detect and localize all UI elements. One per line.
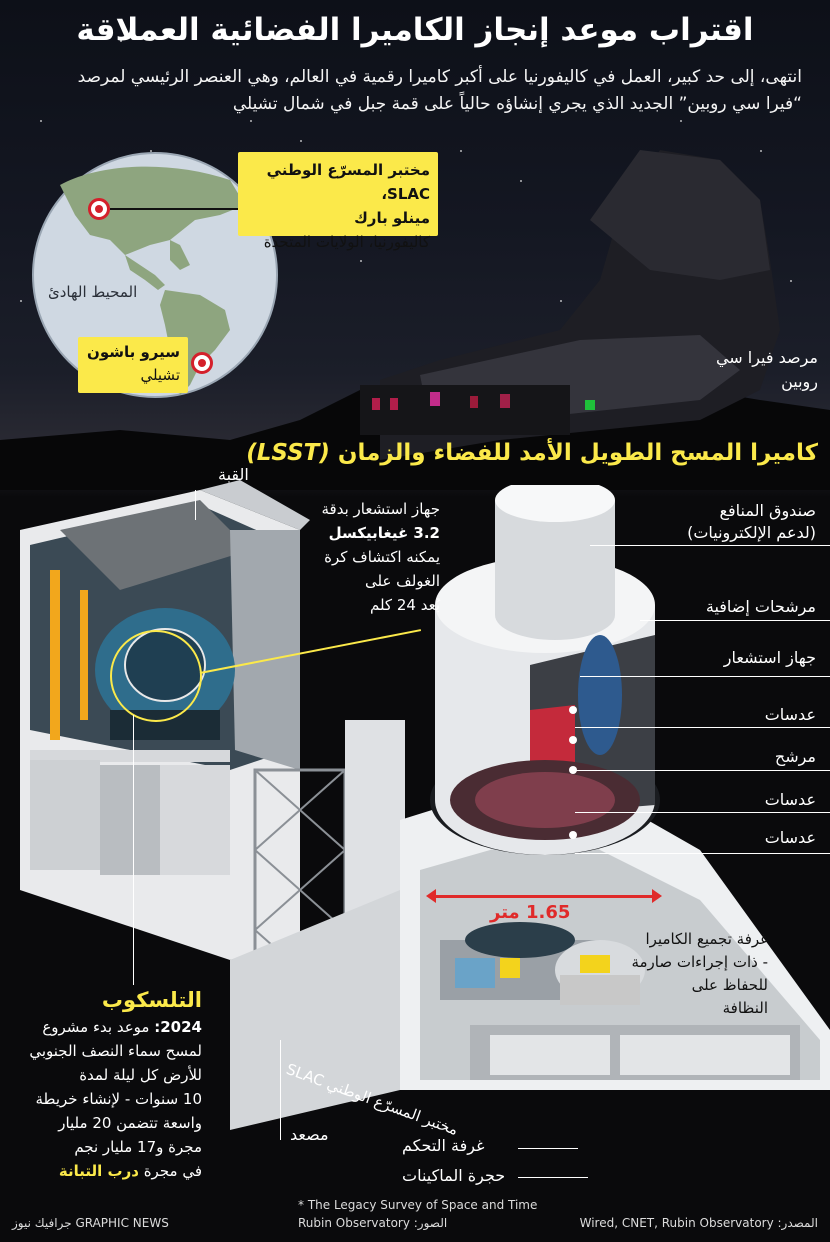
- sensor-desc-line-5: بُعد 24 كلم: [369, 596, 440, 614]
- clean-room-line-1: غرفة تجميع الكاميرا: [645, 930, 768, 948]
- observatory-label: مرصد فيرا سي روبين: [716, 346, 818, 394]
- slac-title-2: مينلو بارك: [354, 209, 430, 227]
- sensor-desc-line-2: 3.2 غيغابيكسل: [328, 524, 440, 542]
- camera-heading-abbr: (LSST): [246, 440, 330, 466]
- slac-callout: مختبر المسرّع الوطني SLAC، مينلو بارك كا…: [238, 152, 438, 251]
- label-extra-filters: مرشحات إضافية: [705, 597, 816, 616]
- label-vent-box-sub: (لدعم الإلكترونيات): [687, 523, 816, 542]
- slac-marker-icon: [88, 198, 110, 220]
- chile-marker-icon: [191, 352, 213, 374]
- leader-control-room: [518, 1148, 578, 1149]
- footer-credit: جرافيك نيوز GRAPHIC NEWS: [12, 1216, 169, 1230]
- chile-title: سيرو باشون: [87, 343, 180, 361]
- label-lenses-3: عدسات: [764, 828, 816, 847]
- leader-vent-box: [590, 545, 830, 546]
- leader-sensor: [580, 676, 830, 677]
- label-filter: مرشح: [774, 747, 816, 766]
- label-lenses-2: عدسات: [764, 790, 816, 809]
- label-lenses-1: عدسات: [764, 705, 816, 724]
- camera-highlight-circle: [110, 630, 202, 722]
- slac-subtitle: كاليفورنيا، الولايات المتحدة: [263, 233, 430, 251]
- camera-heading: كاميرا المسح الطويل الأمد للفضاء والزمان…: [246, 440, 818, 466]
- observatory-silhouette: [0, 150, 830, 490]
- footer-source: المصدر: Wired, CNET, Rubin Observatory: [579, 1216, 818, 1230]
- telescope-line-3: للأرض كل ليلة لمدة: [79, 1066, 202, 1084]
- telescope-line-1: موعد بدء مشروع: [42, 1018, 150, 1036]
- label-vent-box: صندوق المنافع (لدعم الإلكترونيات): [687, 500, 816, 544]
- chile-subtitle: تشيلي: [140, 366, 180, 384]
- leader-telescope: [133, 715, 134, 985]
- telescope-line-4: 10 سنوات - لإنشاء خريطة: [35, 1090, 202, 1108]
- leader-lenses-1: [575, 727, 830, 728]
- leader-filter: [575, 770, 830, 771]
- telescope-line-5: واسعة تتضمن 20 مليار: [58, 1114, 202, 1132]
- telescope-line-6: مجرة و17 مليار نجم: [74, 1138, 202, 1156]
- camera-cutaway: [430, 485, 660, 855]
- label-vent-box-text: صندوق المنافع: [719, 501, 816, 520]
- subtitle: انتهى، إلى حد كبير، العمل في كاليفورنيا …: [32, 64, 802, 118]
- footer-footnote: * The Legacy Survey of Space and Time: [298, 1198, 538, 1212]
- telescope-title: التلسكوب: [101, 988, 202, 1012]
- leader-lenses-3: [575, 853, 830, 854]
- leader-extra-filters: [640, 620, 830, 621]
- subtitle-line-1: انتهى، إلى حد كبير، العمل في كاليفورنيا …: [77, 67, 802, 87]
- footer-photos: الصور: Rubin Observatory: [298, 1216, 448, 1230]
- sensor-desc-line-4: الغولف على: [364, 572, 440, 590]
- sensor-desc-line-1: جهاز استشعار بدقة: [321, 500, 441, 518]
- observatory-label-line-2: روبين: [781, 372, 818, 391]
- arrow-right-icon: [652, 889, 662, 903]
- slac-leader-line: [110, 208, 240, 210]
- page-title: اقتراب موعد إنجاز الكاميرا الفضائية العم…: [76, 12, 754, 48]
- clean-room-line-4: النظافة: [722, 999, 768, 1017]
- telescope-line-7: في مجرة: [143, 1162, 202, 1180]
- label-control-room: غرفة التحكم: [402, 1136, 485, 1155]
- leader-elevator: [280, 1040, 281, 1140]
- label-elevator: مصعد: [290, 1125, 329, 1144]
- leader-machine-room: [518, 1177, 588, 1178]
- telescope-line-2: لمسح سماء النصف الجنوبي: [29, 1042, 202, 1060]
- telescope-line-7-bold: درب التبانة: [58, 1162, 139, 1180]
- label-dome: القبة: [218, 465, 249, 484]
- label-sensor: جهاز استشعار: [723, 648, 816, 667]
- width-measure-arrow: [433, 895, 655, 898]
- telescope-info: التلسكوب 2024: موعد بدء مشروع لمسح سماء …: [12, 985, 202, 1183]
- slac-title: مختبر المسرّع الوطني SLAC،: [266, 161, 430, 203]
- chile-callout: سيرو باشون تشيلي: [78, 337, 188, 393]
- camera-width-label: 1.65 متر: [490, 902, 571, 923]
- observatory-label-line-1: مرصد فيرا سي: [715, 348, 818, 367]
- arrow-left-icon: [426, 889, 436, 903]
- ocean-label: المحيط الهادئ: [48, 283, 138, 301]
- sensor-description: جهاز استشعار بدقة 3.2 غيغابيكسل يمكنه اك…: [290, 497, 441, 617]
- label-clean-room: غرفة تجميع الكاميرا - ذات إجراءات صارمة …: [578, 928, 768, 1020]
- clean-room-line-2: - ذات إجراءات صارمة: [631, 953, 768, 971]
- leader-lenses-2: [575, 812, 830, 813]
- camera-heading-text: كاميرا المسح الطويل الأمد للفضاء والزمان: [337, 440, 818, 466]
- subtitle-line-2: “فيرا سي روبين” الجديد الذي يجري إنشاؤه …: [232, 94, 802, 114]
- telescope-year: 2024:: [154, 1018, 202, 1036]
- sensor-desc-line-3: يمكنه اكتشاف كرة: [324, 548, 440, 566]
- leader-dome: [195, 490, 196, 520]
- label-machine-room: حجرة الماكينات: [402, 1166, 506, 1185]
- clean-room-line-3: للحفاظ على: [691, 976, 768, 994]
